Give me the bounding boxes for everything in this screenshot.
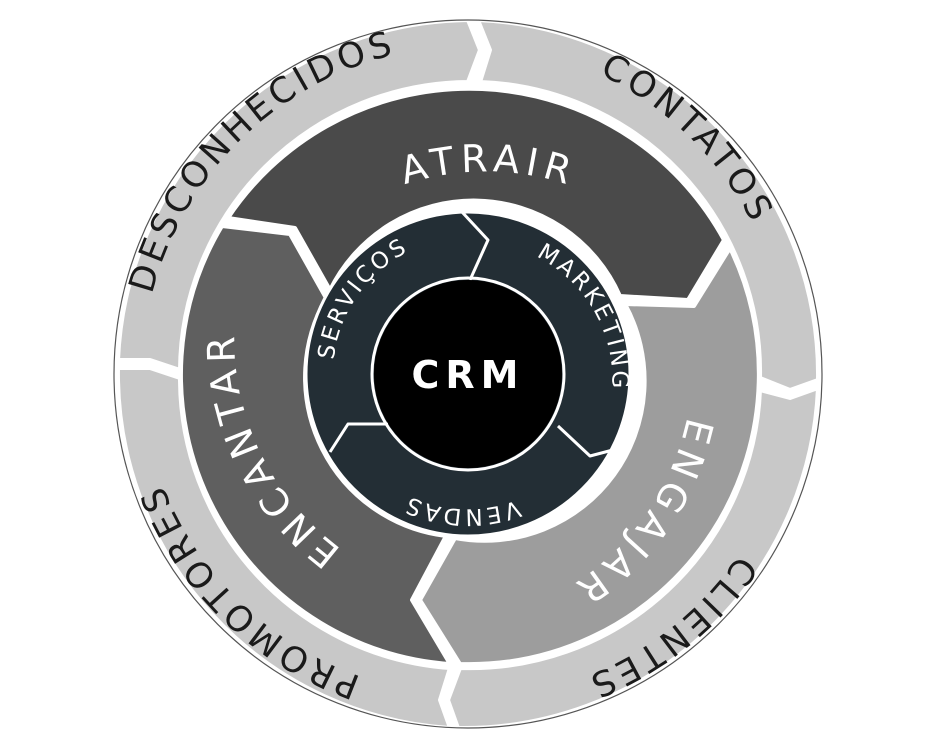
middle-ring-segment-atrair[interactable]: [226, 86, 726, 302]
core-circle[interactable]: [374, 280, 562, 468]
outer-ring-segment-promotores[interactable]: [115, 366, 452, 730]
outer-ring-border: [113, 19, 823, 729]
inner-ring-separator-right: [556, 424, 629, 458]
inner-ring-inner-border: [370, 276, 566, 472]
middle-ring-segment-encantar[interactable]: [178, 224, 452, 666]
middle-ring-segment-engajar[interactable]: [418, 246, 761, 667]
core-label: CRM: [412, 353, 525, 397]
inner-ring-separator-left: [328, 422, 388, 453]
outer-ring: [113, 18, 823, 731]
middle-ring: [178, 86, 761, 667]
core: CRM: [374, 280, 562, 468]
outer-ring-segment-clientes[interactable]: [446, 386, 820, 731]
inner-ring-separator-top: [460, 210, 490, 281]
outer-ring-segment-contatos[interactable]: [476, 18, 821, 392]
